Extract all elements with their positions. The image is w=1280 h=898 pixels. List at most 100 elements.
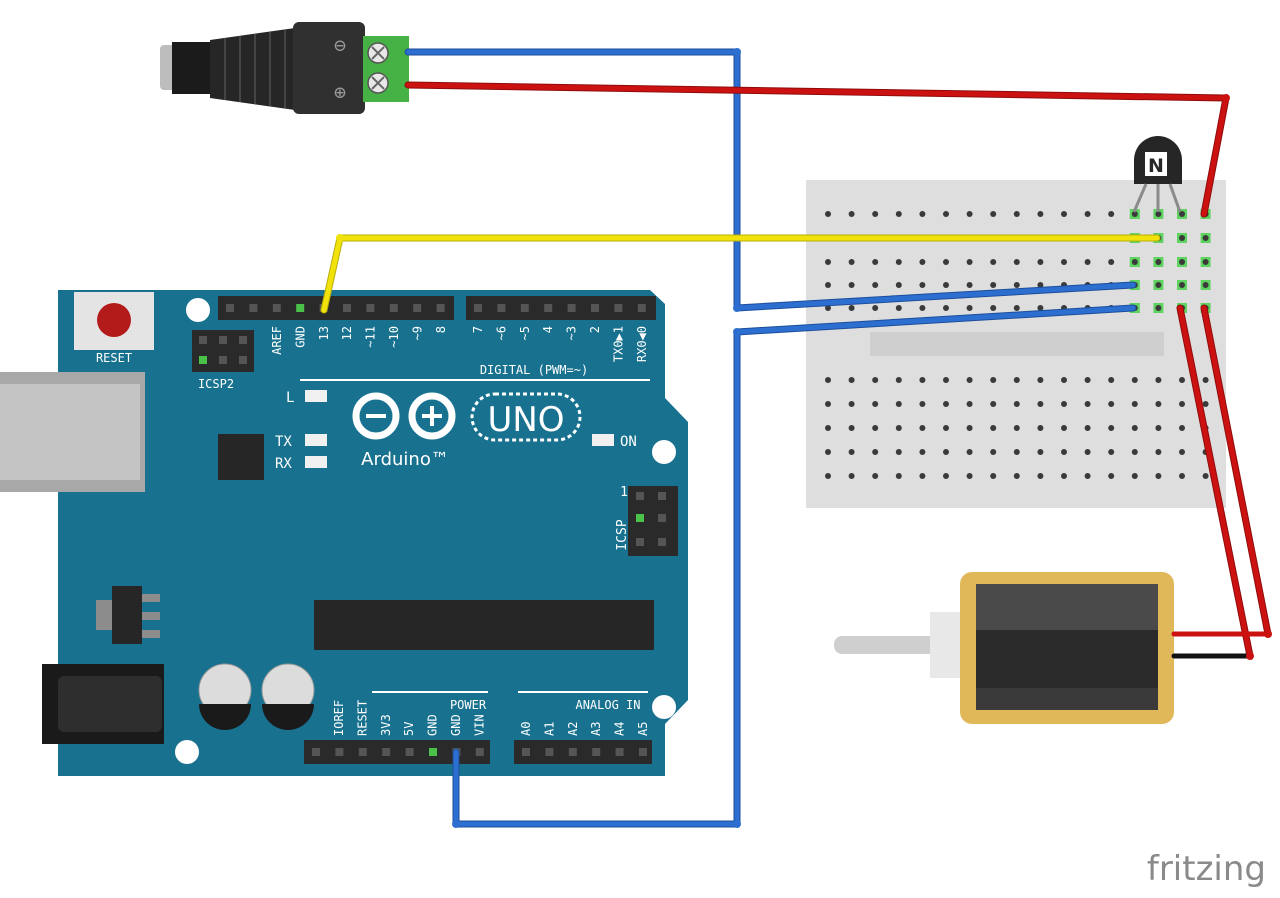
power-header [304, 740, 490, 764]
breadboard-hole [943, 449, 949, 455]
breadboard-hole [1179, 377, 1185, 383]
breadboard-hole [1155, 401, 1162, 407]
digital-pin-label: ~5 [518, 326, 532, 340]
breadboard-hole [1013, 211, 1020, 217]
mount-hole [175, 740, 199, 764]
breadboard-hole [848, 211, 855, 217]
breadboard-hole [1084, 259, 1091, 265]
analog-pin [615, 748, 624, 756]
icsp-label: ICSP [615, 519, 630, 550]
power-title: POWER [450, 698, 487, 712]
breadboard-hole [1037, 259, 1044, 265]
jack-minus-symbol: ⊖ [334, 33, 346, 57]
analog-pin [522, 748, 530, 756]
power-pin-label: GND [426, 714, 440, 736]
breadboard-hole [1108, 377, 1115, 383]
breadboard-hole [1179, 449, 1185, 455]
jack-grip [210, 28, 295, 110]
breadboard-hole [1084, 425, 1091, 431]
digital-pin-label: RX0◀0 [635, 326, 649, 362]
breadboard-hole [1108, 211, 1115, 217]
breadboard-hole [825, 401, 831, 407]
power-pin-label: GND [449, 714, 463, 736]
digital-header-right [466, 296, 656, 320]
bottom-pin-row [312, 748, 647, 756]
breadboard-hole [1202, 282, 1209, 288]
digital-pin-label: GND [293, 326, 307, 348]
breadboard-hole [966, 305, 973, 311]
breadboard-hole [1179, 211, 1185, 217]
breadboard-hole [1202, 259, 1209, 265]
digital-pin [249, 304, 258, 312]
breadboard-hole [919, 449, 926, 455]
breadboard-hole [1155, 305, 1162, 311]
breadboard-hole [990, 377, 997, 383]
breadboard-hole [1084, 401, 1091, 407]
breadboard-hole [895, 473, 902, 479]
led-on [592, 434, 614, 446]
breadboard-hole [1155, 377, 1162, 383]
breadboard-hole [1155, 259, 1162, 265]
atmega-chip [314, 600, 654, 650]
digital-pin [296, 304, 305, 312]
breadboard-hole [1179, 259, 1185, 265]
digital-pin [436, 304, 445, 312]
analog-pin-label: A1 [542, 722, 556, 736]
usb-chip [218, 434, 264, 480]
npn-transistor: N [1132, 136, 1182, 213]
breadboard-hole [1013, 282, 1020, 288]
led-l-label: L [286, 390, 294, 406]
breadboard-hole [990, 211, 997, 217]
power-pin-label: RESET [355, 700, 369, 736]
digital-pin [637, 304, 646, 312]
breadboard-hole [990, 401, 997, 407]
digital-pin [366, 304, 375, 312]
breadboard-hole [919, 282, 926, 288]
breadboard-hole [848, 282, 855, 288]
uno-text: UNO [487, 400, 564, 440]
breadboard-hole [872, 259, 879, 265]
breadboard-hole [848, 425, 855, 431]
dc-jack-adapter: ⊖ ⊕ [160, 22, 409, 114]
breadboard-hole [1013, 425, 1020, 431]
fritzing-watermark: fritzing [1147, 849, 1266, 889]
breadboard-hole [990, 282, 997, 288]
breadboard-hole [1037, 401, 1044, 407]
capacitor [198, 663, 252, 730]
breadboard-hole [1131, 425, 1138, 431]
jack-plus-symbol: ⊕ [334, 80, 346, 104]
breadboard-hole [1155, 425, 1162, 431]
breadboard-hole [848, 377, 855, 383]
breadboard-hole [872, 211, 879, 217]
digital-pin [544, 304, 553, 312]
analog-header [514, 740, 652, 764]
breadboard-hole [1155, 473, 1162, 479]
digital-pin-label: ~10 [387, 326, 401, 348]
breadboard-hole [943, 401, 949, 407]
breadboard [806, 180, 1226, 508]
breadboard-hole [990, 425, 997, 431]
breadboard-hole [1131, 377, 1138, 383]
arduino-logo: UNO Arduino™ [352, 392, 582, 470]
power-pin-label: IOREF [332, 700, 346, 736]
breadboard-hole [1061, 401, 1067, 407]
breadboard-hole [1084, 211, 1091, 217]
led-on-label: ON [620, 434, 637, 450]
breadboard-hole [943, 473, 949, 479]
mount-hole [652, 695, 676, 719]
breadboard-hole [943, 211, 949, 217]
analog-title: ANALOG IN [575, 698, 640, 712]
solenoid [834, 572, 1174, 724]
analog-pin-label: A0 [519, 722, 533, 736]
breadboard-hole [895, 401, 902, 407]
breadboard-hole [919, 377, 926, 383]
mount-hole [186, 298, 210, 322]
power-pin-label: VIN [472, 714, 486, 736]
breadboard-hole [895, 259, 902, 265]
power-pin-label: 3V3 [379, 714, 393, 736]
digital-pin [413, 304, 422, 312]
breadboard-hole [943, 259, 949, 265]
